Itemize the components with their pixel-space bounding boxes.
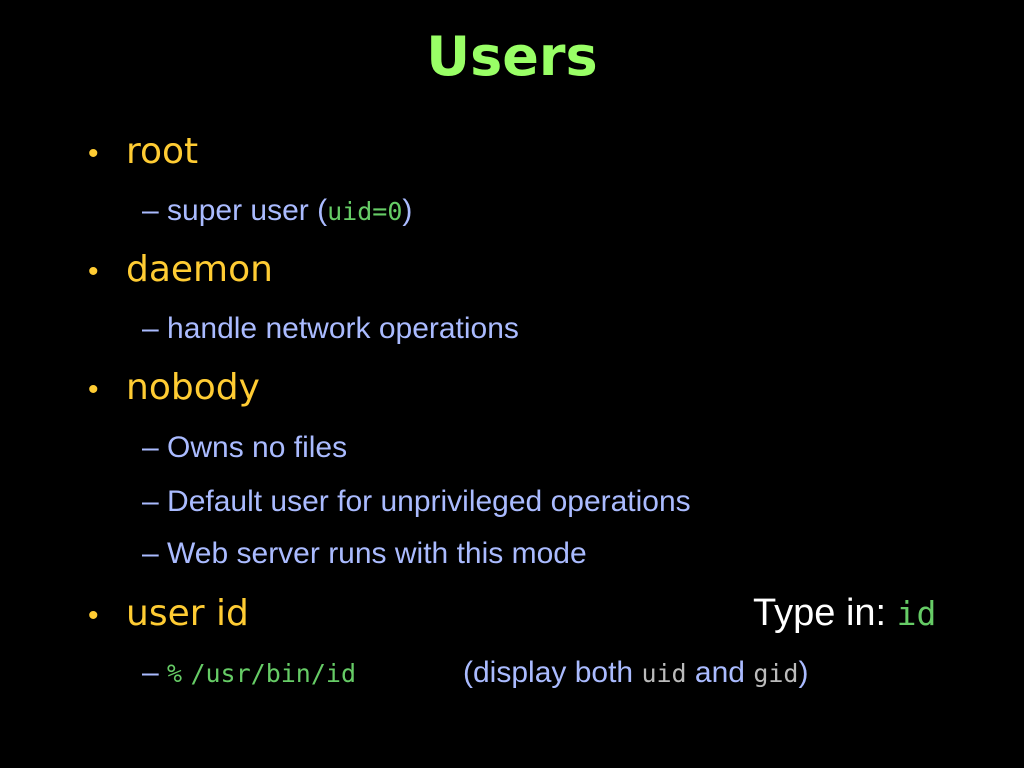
uid-code: uid=0: [327, 197, 403, 226]
sub-dash: –: [142, 312, 159, 345]
sub-item-web-server: – Web server runs with this mode: [142, 536, 587, 572]
bullet-marker: •: [88, 373, 99, 406]
bullet-daemon: daemon: [126, 249, 273, 290]
type-in-command: id: [896, 594, 937, 633]
sub-dash: –: [142, 656, 159, 689]
sub-dash: –: [142, 431, 159, 464]
bullet-marker: •: [88, 255, 99, 288]
sub-item-network: – handle network operations: [142, 311, 519, 347]
type-in-label: Type in:: [753, 592, 897, 634]
shell-prompt: %: [167, 659, 183, 688]
sub-item-default-user: – Default user for unprivileged operatio…: [142, 484, 691, 520]
sub-text-close: ): [402, 194, 413, 227]
sub-item-usr-bin-id: – % /usr/bin/id: [142, 655, 356, 692]
display-note: (display both uid and gid): [463, 655, 808, 692]
uid-term: uid: [641, 659, 687, 688]
bullet-nobody: nobody: [126, 367, 260, 408]
bullet-root: root: [126, 131, 199, 172]
sub-text: Web server runs with this mode: [167, 537, 587, 570]
display-note-close: ): [798, 656, 809, 689]
type-in-hint: Type in: id: [753, 590, 936, 637]
sub-text: Owns no files: [167, 431, 348, 464]
display-note-and: and: [686, 656, 754, 689]
sub-dash: –: [142, 485, 159, 518]
slide-title: Users: [426, 25, 598, 88]
sub-text: handle network operations: [167, 312, 519, 345]
sub-dash: –: [142, 194, 159, 227]
sub-text: Default user for unprivileged operations: [167, 485, 691, 518]
sub-text: super user (: [167, 194, 328, 227]
bullet-marker: •: [88, 137, 99, 170]
sub-item-super-user: – super user (uid=0): [142, 193, 412, 230]
command-path: /usr/bin/id: [190, 659, 357, 688]
display-note-open: (display both: [463, 656, 642, 689]
sub-item-owns-no-files: – Owns no files: [142, 430, 347, 466]
bullet-user-id: user id: [126, 593, 249, 634]
gid-term: gid: [753, 659, 799, 688]
bullet-marker: •: [88, 599, 99, 632]
sub-dash: –: [142, 537, 159, 570]
